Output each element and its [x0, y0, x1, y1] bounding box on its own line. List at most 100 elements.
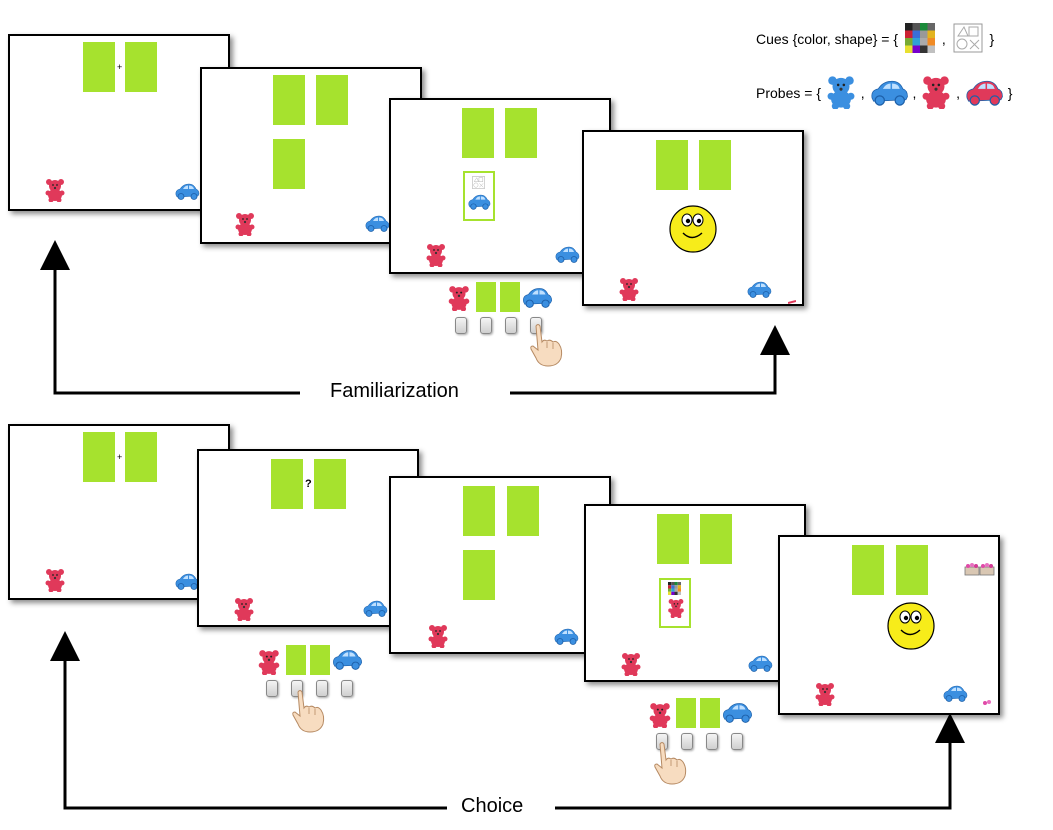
probes-legend-end: } [1007, 85, 1013, 101]
response-key-3[interactable] [706, 733, 718, 750]
cue-rect-right [505, 108, 537, 158]
cue-rect-left [271, 459, 303, 509]
response-key-1[interactable] [266, 680, 278, 697]
red-bear-icon [815, 683, 835, 706]
probes-sep-3: , [956, 85, 961, 101]
red-bear-icon [619, 278, 639, 301]
response-key-3[interactable] [505, 317, 517, 334]
blue-car-icon [554, 628, 579, 645]
choice-screen-5-feedback [778, 535, 1000, 715]
cue-rect-right [507, 486, 539, 536]
cue-rect-right [700, 514, 732, 564]
cue-rect-left [273, 75, 305, 125]
fixation-cross: + [117, 452, 123, 462]
red-bear-icon [922, 76, 950, 110]
cue-rect-right [699, 140, 731, 190]
probes-sep-2: , [912, 85, 917, 101]
pointing-hand-icon [292, 690, 325, 733]
red-bear-icon [258, 650, 280, 675]
choice-screen-4 [584, 504, 806, 682]
cue-rect-left [852, 545, 884, 595]
blue-bear-icon [827, 76, 855, 110]
choice-arrow-left [50, 631, 450, 810]
red-bear-icon [234, 598, 254, 621]
response-rect-right [500, 282, 520, 312]
choice-arrow-right [555, 713, 965, 810]
response-rect-right [700, 698, 720, 728]
response-rect-left [676, 698, 696, 728]
fam-screen-4-feedback [582, 130, 804, 306]
response-key-2[interactable] [681, 733, 693, 750]
response-key-1[interactable] [455, 317, 467, 334]
cue-rect-right [316, 75, 348, 125]
cue-rect-right [896, 545, 928, 595]
fam-screen-3 [389, 98, 611, 274]
red-bear-icon [621, 653, 641, 676]
fam-screen-1: + [8, 34, 230, 211]
response-rect-left [476, 282, 496, 312]
red-bear-icon [649, 703, 671, 728]
blue-car-icon [747, 281, 772, 298]
choice-screen-2: ? [197, 449, 419, 627]
blue-car-icon [943, 685, 968, 702]
probes-legend: Probes = { , , , } [756, 64, 1013, 110]
blue-car-icon [363, 600, 388, 617]
smiley-face-icon [887, 602, 935, 650]
blue-car-icon [175, 183, 200, 200]
red-bear-icon [426, 244, 446, 267]
cue-rect-left [657, 514, 689, 564]
shape-cue-icon [953, 23, 983, 53]
response-key-4[interactable] [731, 733, 743, 750]
red-bear-icon [45, 179, 65, 202]
cue-rect-left [83, 42, 115, 92]
red-bear-icon [235, 213, 255, 236]
blue-car-icon [468, 194, 491, 210]
cues-legend-end: } [989, 31, 995, 47]
pointing-hand-icon [654, 742, 687, 785]
cue-rect-left [462, 108, 494, 158]
smiley-face-icon [669, 205, 717, 253]
color-cue-icon [904, 23, 935, 53]
cue-rect-left [463, 486, 495, 536]
red-bear-icon [428, 625, 448, 648]
candy-reward-icon [788, 300, 796, 304]
response-key-2[interactable] [480, 317, 492, 334]
fixation-cross: + [117, 62, 123, 72]
cue-rect-left [83, 432, 115, 482]
shape-cue-icon [472, 176, 485, 189]
choice-screen-3 [389, 476, 611, 654]
cues-legend-text: Cues {color, shape} = { [756, 31, 899, 47]
cue-rect-left [656, 140, 688, 190]
response-key-4[interactable] [341, 680, 353, 697]
blue-car-icon [365, 215, 390, 232]
blue-car-icon [555, 246, 580, 263]
pointing-hand-icon [530, 324, 563, 367]
probes-sep-1: , [860, 85, 865, 101]
probes-legend-text: Probes = { [756, 85, 821, 101]
blue-car-icon [523, 288, 552, 308]
choice-label: Choice [447, 795, 538, 818]
blue-car-icon [748, 655, 773, 672]
familiarization-arrow-left [40, 240, 300, 395]
blue-car-icon [723, 703, 752, 723]
red-bear-icon [668, 599, 684, 618]
cue-probe-box [659, 578, 691, 628]
response-rect-left [286, 645, 306, 675]
cue-rect-right [125, 432, 157, 482]
response-key-3[interactable] [316, 680, 328, 697]
cue-rect-right [125, 42, 157, 92]
cue-rect-right [314, 459, 346, 509]
red-bear-icon [45, 569, 65, 592]
blue-car-icon [175, 573, 200, 590]
cues-sep: , [941, 31, 946, 47]
candy-reward-icon [964, 563, 995, 576]
cue-rect-target [273, 139, 305, 189]
candy-reward-icon [983, 700, 991, 705]
cues-legend: Cues {color, shape} = { , } [756, 14, 995, 53]
cue-rect-target [463, 550, 495, 600]
color-cue-icon [668, 582, 681, 595]
blue-car-icon [871, 80, 908, 106]
cue-probe-box [463, 171, 495, 221]
